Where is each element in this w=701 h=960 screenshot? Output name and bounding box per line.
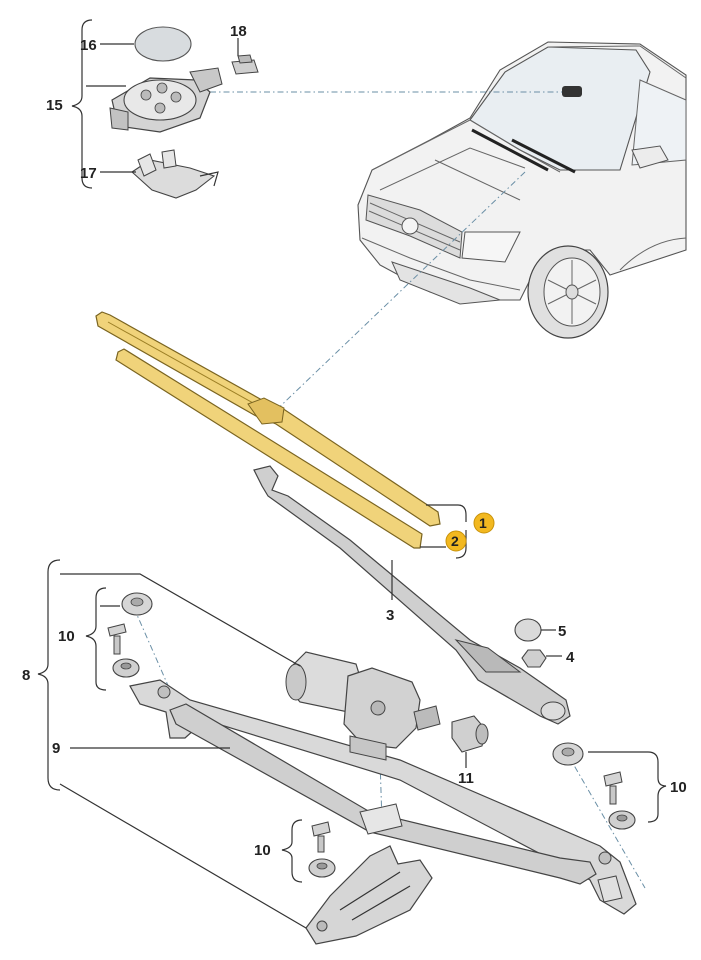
callout-17: 17 [80, 165, 97, 182]
callout-3: 3 [386, 607, 394, 624]
badge-1: 1 [473, 512, 495, 534]
nut-4 [521, 649, 547, 668]
mounting-plate [305, 845, 433, 945]
bracket-8 [37, 559, 61, 791]
callout-labels: 16 18 15 17 3 5 4 8 9 10 10 10 11 [22, 23, 687, 859]
cap-5 [514, 618, 542, 642]
callout-10-lower: 10 [254, 842, 271, 859]
callout-11: 11 [458, 770, 474, 787]
bracket-15 [71, 19, 93, 189]
badge-2: 2 [445, 530, 467, 552]
fasteners-10-left [107, 592, 153, 678]
wiper-motor [285, 651, 441, 761]
callout-15: 15 [46, 97, 63, 114]
callout-8: 8 [22, 667, 30, 684]
callout-18: 18 [230, 23, 247, 40]
callout-5: 5 [558, 623, 566, 640]
wiper-arm [253, 465, 571, 725]
callout-10-right: 10 [670, 779, 687, 796]
callout-1: 1 [479, 515, 487, 531]
callout-2: 2 [451, 533, 459, 549]
callout-16: 16 [80, 37, 97, 54]
car-illustration [357, 41, 687, 339]
callout-4: 4 [566, 649, 575, 666]
callout-9: 9 [52, 740, 60, 757]
wiper-blades [95, 311, 441, 549]
connector-11 [451, 715, 487, 753]
wiper-linkage [129, 679, 637, 915]
fasteners-10-right [552, 742, 636, 830]
rain-sensor-group [109, 26, 259, 199]
fasteners-10-lower [308, 821, 336, 878]
callout-10-left: 10 [58, 628, 75, 645]
